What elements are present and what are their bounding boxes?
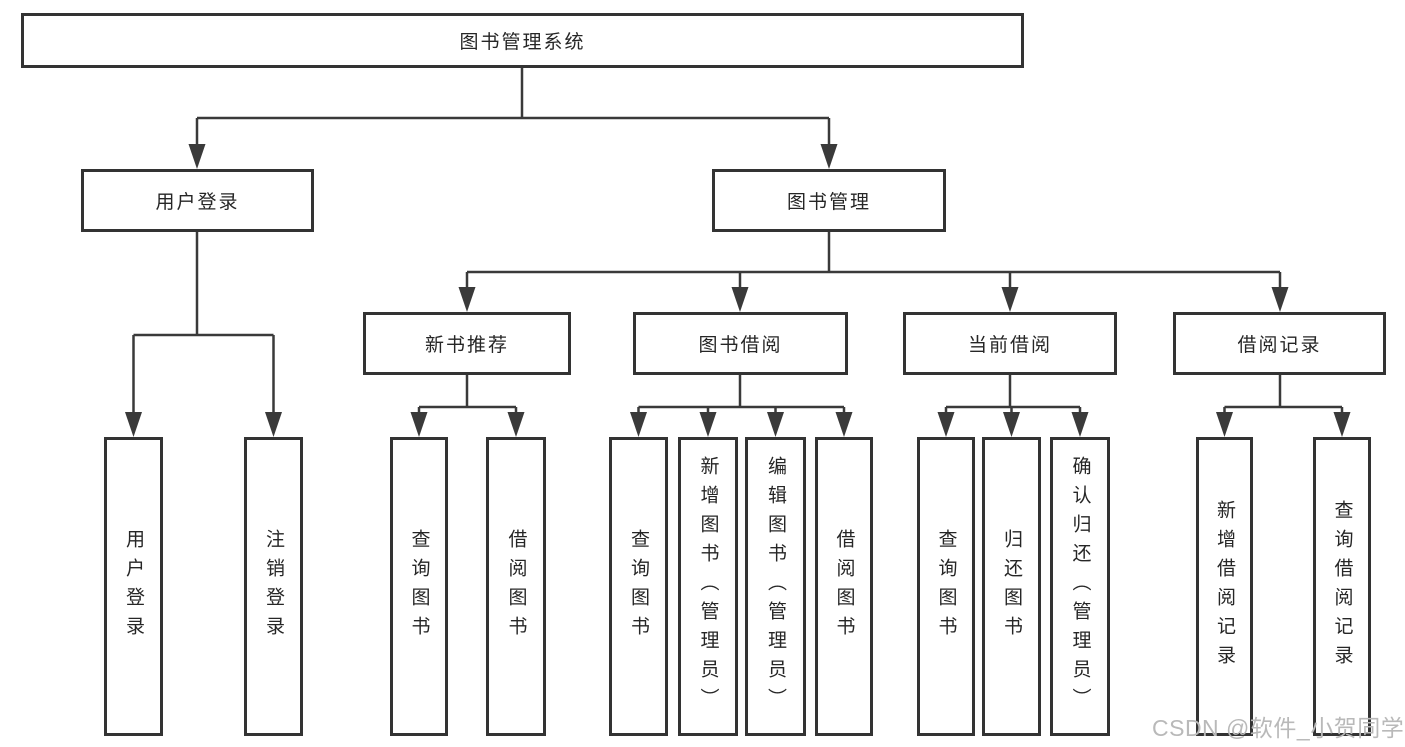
node-book-borrowing: 图书借阅 [633,312,848,375]
node-user-login: 用户登录 [81,169,314,232]
node-borrow-records: 借阅记录 [1173,312,1386,375]
leaf-add-books-admin-label: 新增图书（管理员） [697,456,719,717]
leaf-edit-books-admin: 编辑图书（管理员） [745,437,806,736]
leaf-current-query-books: 查询图书 [917,437,975,736]
node-book-borrowing-label: 图书借阅 [698,335,783,356]
leaf-recommend-borrow-books: 借阅图书 [486,437,546,736]
leaf-add-books-admin: 新增图书（管理员） [678,437,738,736]
leaf-recommend-borrow-books-label: 借阅图书 [505,528,527,645]
leaf-return-books-label: 归还图书 [1001,528,1022,645]
node-borrow-records-label: 借阅记录 [1237,335,1322,356]
node-book-management-label: 图书管理 [786,192,871,213]
leaf-borrowing-query-books: 查询图书 [609,437,668,736]
node-new-book-recommend: 新书推荐 [363,312,571,375]
leaf-confirm-return-admin: 确认归还（管理员） [1050,437,1110,736]
leaf-current-query-books-label: 查询图书 [935,528,957,645]
leaf-borrowing-query-books-label: 查询图书 [628,528,649,645]
leaf-recommend-query-books-label: 查询图书 [408,528,430,645]
leaf-add-borrow-record: 新增借阅记录 [1196,437,1253,736]
leaf-logout-label: 注销登录 [263,528,284,645]
node-current-borrowing-label: 当前借阅 [967,335,1052,356]
leaf-return-books: 归还图书 [982,437,1041,736]
node-root: 图书管理系统 [21,13,1024,68]
node-user-login-label: 用户登录 [155,192,240,213]
connector-paths [132,68,1344,418]
node-root-label: 图书管理系统 [459,32,586,53]
leaf-confirm-return-admin-label: 确认归还（管理员） [1069,456,1091,717]
leaf-recommend-query-books: 查询图书 [390,437,448,736]
node-new-book-recommend-label: 新书推荐 [424,335,509,356]
arrowheads [125,144,1351,437]
leaf-borrowing-borrow-books-label: 借阅图书 [833,528,855,645]
leaf-user-login: 用户登录 [104,437,163,736]
leaf-user-login-label: 用户登录 [123,528,144,645]
leaf-query-borrow-record: 查询借阅记录 [1313,437,1371,736]
leaf-query-borrow-record-label: 查询借阅记录 [1331,499,1353,674]
leaf-add-borrow-record-label: 新增借阅记录 [1214,499,1235,674]
leaf-borrowing-borrow-books: 借阅图书 [815,437,873,736]
node-book-management: 图书管理 [712,169,946,232]
node-current-borrowing: 当前借阅 [903,312,1117,375]
watermark: CSDN @软件_小贺同学 [1152,715,1405,741]
leaf-edit-books-admin-label: 编辑图书（管理员） [765,456,786,717]
leaf-logout: 注销登录 [244,437,303,736]
